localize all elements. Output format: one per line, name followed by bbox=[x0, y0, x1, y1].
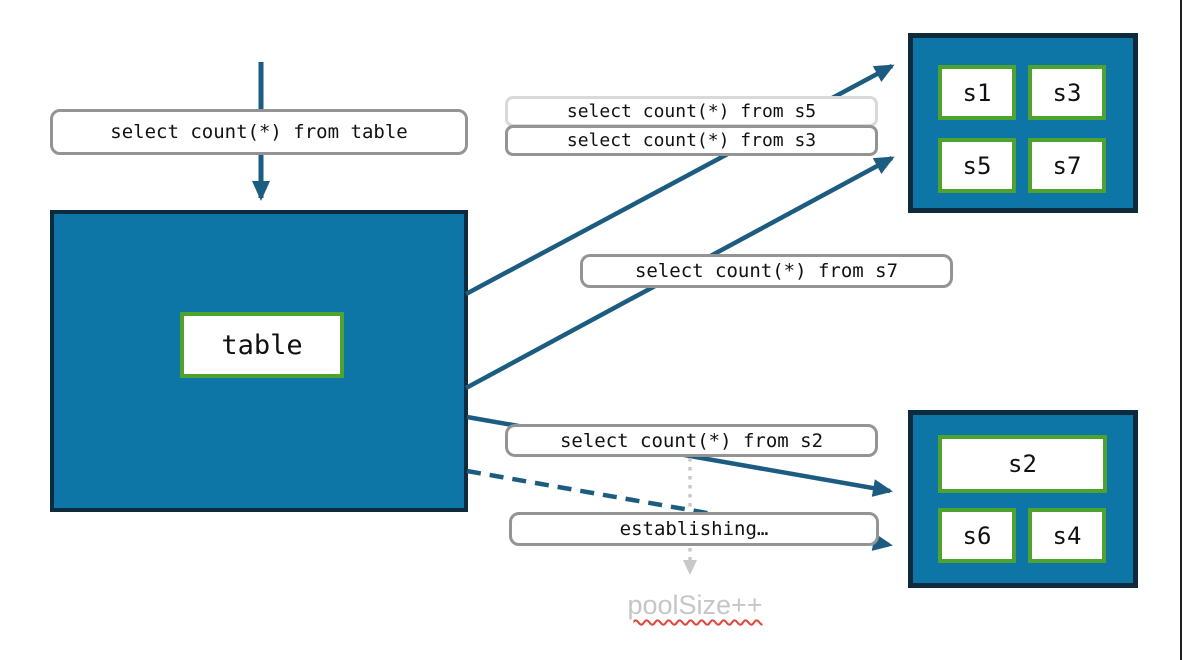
shard-label: s1 bbox=[962, 78, 992, 107]
query-label-s2: select count(*) from s2 bbox=[505, 424, 878, 457]
shard-group-top: s1 s3 s5 s7 bbox=[908, 33, 1138, 213]
query-label-s5: select count(*) from s5 bbox=[505, 96, 878, 127]
table-box: table bbox=[50, 210, 468, 512]
query-label-s7: select count(*) from s7 bbox=[580, 254, 953, 288]
shard-label: s3 bbox=[1052, 78, 1082, 107]
shard-cell-s7: s7 bbox=[1028, 138, 1106, 193]
establishing-label-text: establishing… bbox=[619, 518, 769, 540]
shard-cell-s3: s3 bbox=[1028, 65, 1106, 120]
pool-size-note: poolSize++ bbox=[570, 590, 820, 621]
shard-cell-s2: s2 bbox=[938, 435, 1107, 493]
slide-edge-line bbox=[1180, 0, 1182, 660]
shard-label: s7 bbox=[1052, 151, 1082, 180]
query-label-text: select count(*) from s7 bbox=[634, 260, 899, 282]
table-cell: table bbox=[180, 312, 344, 378]
table-label: table bbox=[221, 329, 303, 361]
shard-label: s5 bbox=[962, 151, 992, 180]
shard-cell-s1: s1 bbox=[938, 65, 1016, 120]
shard-label: s6 bbox=[962, 521, 992, 550]
shard-label: s2 bbox=[1008, 450, 1037, 478]
query-label-text: select count(*) from s2 bbox=[559, 429, 824, 452]
query-label-text: select count(*) from table bbox=[110, 121, 408, 143]
query-label-s3: select count(*) from s3 bbox=[505, 125, 878, 156]
shard-cell-s5: s5 bbox=[938, 138, 1016, 193]
establishing-label: establishing… bbox=[509, 512, 879, 546]
shard-label: s4 bbox=[1052, 521, 1082, 550]
shard-cell-s6: s6 bbox=[938, 508, 1016, 563]
pool-size-note-text: poolSize++ bbox=[627, 590, 763, 620]
query-label-text: select count(*) from s3 bbox=[566, 130, 817, 151]
shard-group-bottom: s2 s6 s4 bbox=[908, 410, 1138, 588]
query-label-text: select count(*) from s5 bbox=[566, 101, 817, 122]
shard-cell-s4: s4 bbox=[1028, 508, 1106, 563]
query-label-table: select count(*) from table bbox=[50, 109, 468, 155]
